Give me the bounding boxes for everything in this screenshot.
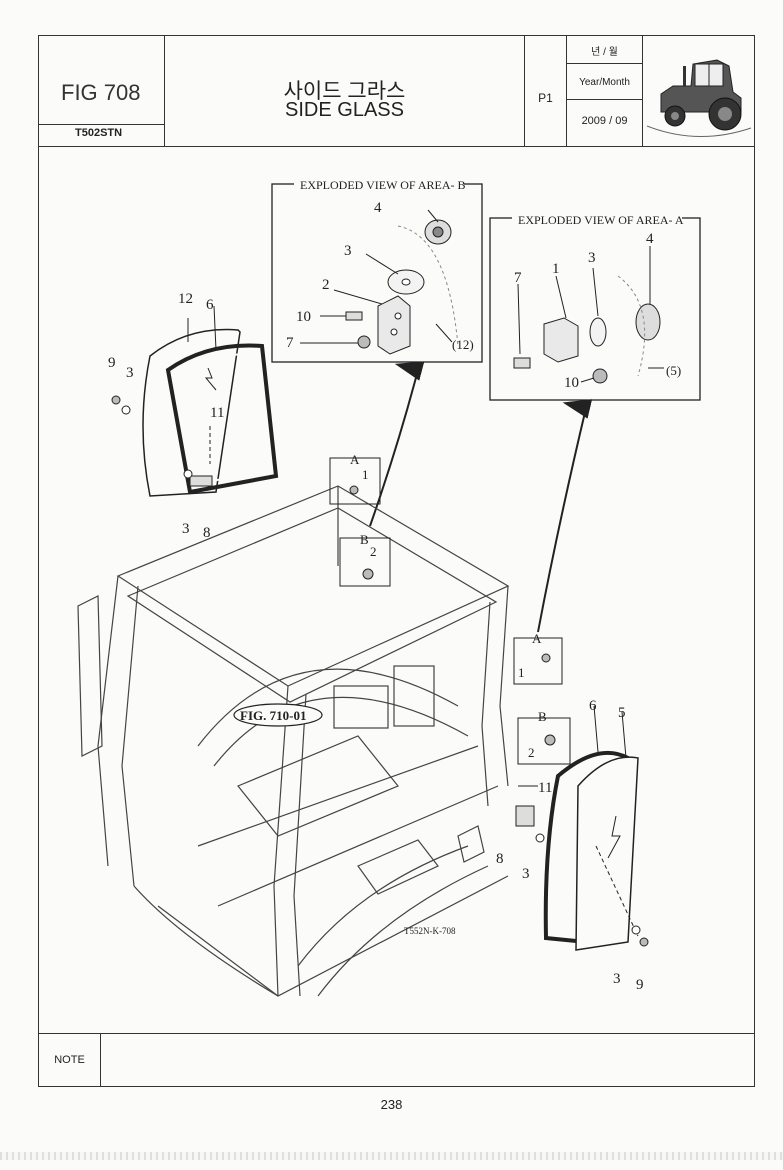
right-label-3a: 3 (522, 866, 530, 882)
left-label-9: 9 (108, 355, 116, 371)
exploded-view-a-title: EXPLODED VIEW OF AREA- A (518, 213, 684, 227)
title-cell: 사이드 그라스 SIDE GLASS (165, 36, 525, 146)
left-label-3b: 3 (182, 521, 190, 537)
right-side-glass: 6 5 11 8 3 3 9 (496, 698, 649, 993)
page-number: 238 (380, 1097, 403, 1112)
exploded-view-b-title: EXPLODED VIEW OF AREA- B (300, 178, 466, 192)
fig-reference: FIG. 710-01 (240, 708, 306, 723)
title-english: SIDE GLASS (285, 99, 404, 121)
svg-text:2: 2 (370, 544, 377, 559)
year-month-label: Year/Month (579, 77, 630, 88)
model-name: T502STN (75, 127, 123, 139)
thumbnail-cell (643, 36, 756, 146)
note-row: NOTE (39, 1033, 754, 1086)
right-label-11: 11 (538, 780, 552, 796)
right-label-8: 8 (496, 851, 504, 867)
left-label-6: 6 (206, 297, 214, 313)
svg-text:A: A (350, 452, 360, 467)
area-marker-b-upper: B 2 (339, 532, 391, 587)
svg-text:B: B (538, 709, 547, 724)
fig-reference-callout: FIG. 710-01 (233, 703, 323, 727)
box-a-label-4: 4 (646, 231, 654, 247)
box-a-label-5: (5) (666, 363, 681, 378)
right-label-3b: 3 (613, 971, 621, 987)
box-b-label-7: 7 (286, 335, 294, 351)
box-b-label-3: 3 (344, 243, 352, 259)
box-b-label-10: 10 (296, 309, 311, 325)
box-b-label-4: 4 (374, 200, 382, 216)
svg-text:1: 1 (518, 665, 525, 680)
box-a-label-7: 7 (514, 270, 522, 286)
drawing-code: T552N-K-708 (404, 926, 456, 936)
right-label-6: 6 (589, 698, 597, 714)
box-a-label-3: 3 (588, 250, 596, 266)
right-label-5: 5 (618, 705, 626, 721)
left-side-glass: 12 6 9 3 11 3 8 (108, 291, 279, 541)
exploded-view-b: EXPLODED VIEW OF AREA- B 4 3 2 10 7 (12) (271, 176, 483, 363)
left-label-11: 11 (210, 405, 224, 421)
svg-text:1: 1 (362, 467, 369, 482)
left-label-3a: 3 (126, 365, 134, 381)
revision-date: 2009 / 09 (581, 115, 628, 127)
box-b-label-12: (12) (452, 337, 474, 352)
parts-diagram: EXPLODED VIEW OF AREA- B 4 3 2 10 7 (12)… (77, 176, 701, 997)
right-label-9: 9 (636, 977, 644, 993)
box-b-label-2: 2 (322, 277, 330, 293)
box-a-label-10: 10 (564, 375, 579, 391)
note-label: NOTE (39, 1034, 101, 1086)
svg-text:A: A (532, 631, 542, 646)
svg-text:B: B (360, 532, 369, 547)
area-marker-a-upper: A 1 (329, 452, 381, 505)
catalog-page-frame: FIG 708 T502STN 사이드 그라스 SIDE GLASS P1 년 … (38, 35, 755, 1087)
svg-text:2: 2 (528, 745, 535, 760)
left-label-12: 12 (178, 291, 193, 307)
cab-frame (77, 485, 510, 997)
area-marker-b-lower: B 2 (517, 709, 571, 765)
page-cell: P1 (525, 36, 567, 146)
fig-number: FIG 708 (61, 80, 141, 105)
arrow-to-area-b (369, 361, 425, 527)
title-korean: 사이드 그라스 (283, 80, 406, 103)
year-month-korean: 년 / 월 (591, 47, 618, 58)
left-label-8: 8 (203, 525, 211, 541)
arrow-to-area-a (537, 399, 593, 633)
page-label: P1 (538, 91, 553, 105)
header-block: FIG 708 T502STN 사이드 그라스 SIDE GLASS P1 년 … (39, 36, 754, 147)
year-month-cell: 년 / 월 Year/Month 2009 / 09 (567, 36, 643, 146)
box-a-label-1: 1 (552, 261, 560, 277)
fig-cell: FIG 708 T502STN (39, 36, 165, 146)
exploded-view-a: EXPLODED VIEW OF AREA- A 7 1 3 4 10 (5) (489, 210, 701, 401)
scan-artifact (0, 1152, 783, 1160)
area-marker-a-lower: A 1 (513, 631, 563, 685)
tractor-icon (646, 59, 752, 138)
